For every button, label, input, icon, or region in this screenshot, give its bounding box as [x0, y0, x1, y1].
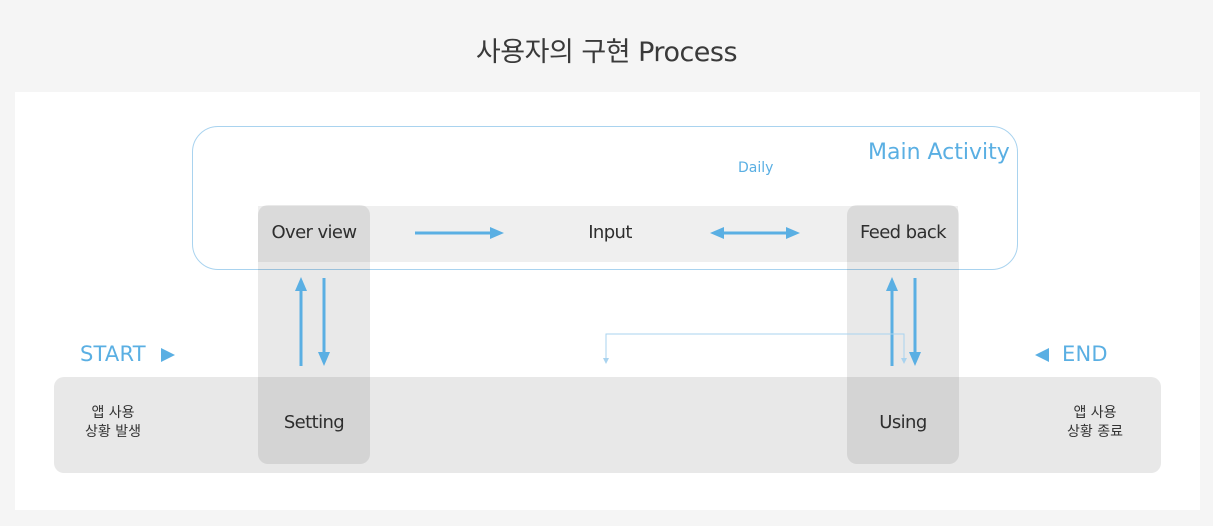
start-description-line2: 상황 발생: [85, 424, 141, 440]
start-label: START: [80, 342, 146, 366]
start-triangle-icon: [161, 348, 175, 362]
end-description: 앱 사용 상황 종료: [1052, 404, 1138, 442]
node-overview: Over view: [271, 222, 357, 243]
main-activity-band: [258, 206, 958, 262]
end-label: END: [1062, 342, 1108, 366]
start-description-line1: 앱 사용: [91, 405, 135, 421]
daily-loop-connector: [603, 333, 907, 364]
arrow-feedback-to-using: [909, 278, 921, 366]
end-triangle-icon: [1035, 348, 1049, 362]
main-activity-frame: [192, 126, 1018, 270]
node-input: Input: [588, 222, 632, 243]
node-setting: Setting: [283, 412, 345, 433]
diagram-title: 사용자의 구현 Process: [475, 37, 738, 68]
node-using: Using: [879, 412, 927, 433]
arrow-overview-to-input: [415, 227, 504, 239]
end-description-line1: 앱 사용: [1073, 405, 1117, 421]
node-feedback: Feed back: [859, 222, 947, 243]
daily-label: Daily: [738, 160, 774, 176]
start-description: 앱 사용 상황 발생: [70, 404, 156, 442]
main-activity-label: Main Activity: [868, 140, 1010, 165]
end-description-line2: 상황 종료: [1067, 424, 1123, 440]
arrow-setting-to-overview: [295, 277, 307, 366]
overview-setting-column: [258, 205, 370, 464]
arrow-input-feedback-bidirectional: [710, 227, 800, 239]
app-usage-band: [54, 377, 1161, 473]
arrow-overview-to-setting: [318, 278, 330, 366]
arrow-using-to-feedback: [886, 277, 898, 366]
